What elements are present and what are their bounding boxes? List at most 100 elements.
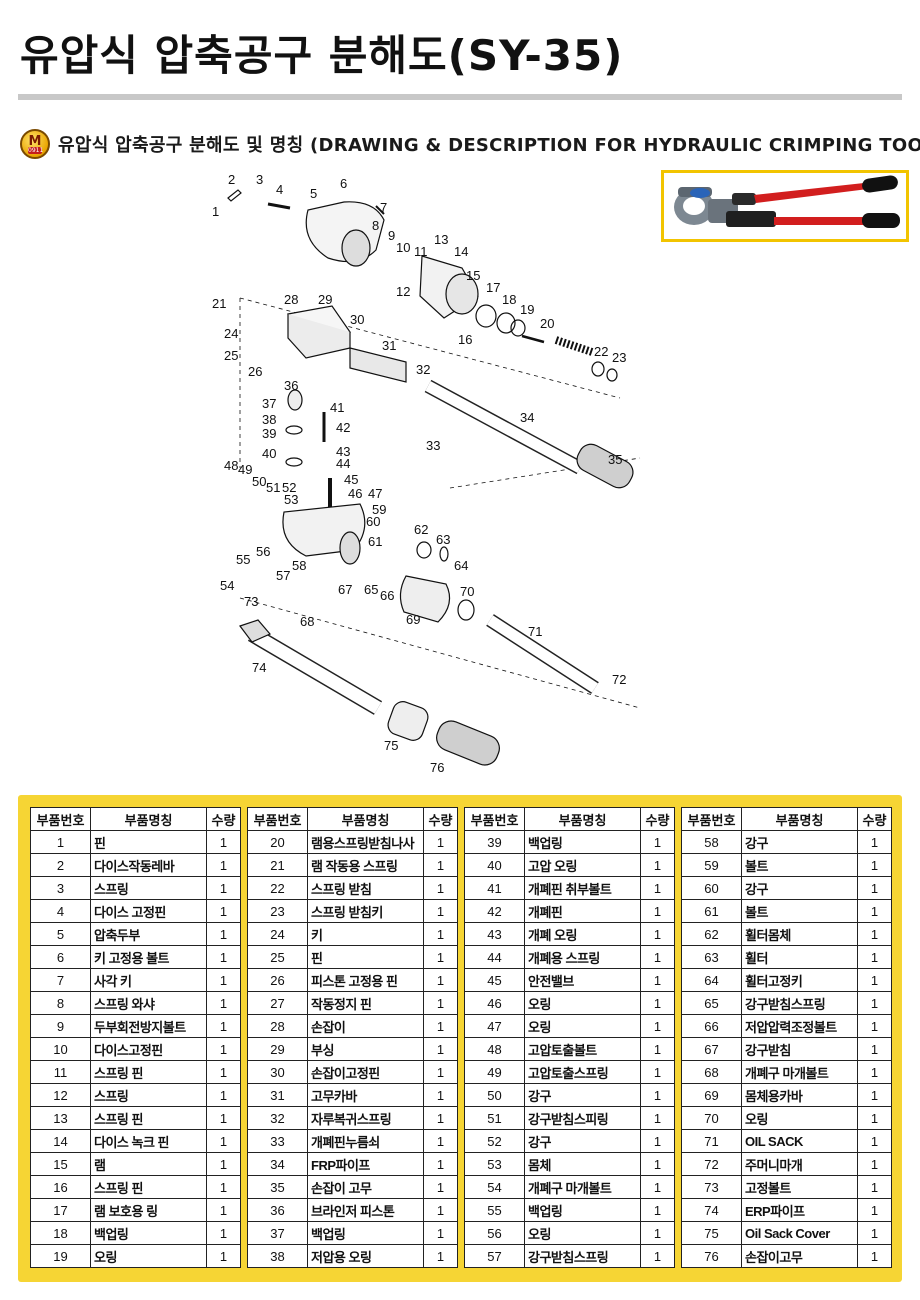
part-number-cell: 76: [681, 1244, 742, 1268]
part-name-cell: 램: [90, 1152, 207, 1176]
part-name-cell: 고압토출스프링: [524, 1060, 641, 1084]
quantity-cell: 1: [423, 1221, 458, 1245]
diagram-callout-62: 62: [414, 522, 428, 537]
part-75-cover: [387, 701, 429, 741]
header-part-name: 부품명칭: [524, 807, 641, 831]
part-number-cell: 20: [247, 830, 308, 854]
part-number-cell: 30: [247, 1060, 308, 1084]
diagram-callout-75: 75: [384, 738, 398, 753]
part-number-cell: 3: [30, 876, 91, 900]
part-number-cell: 38: [247, 1244, 308, 1268]
part-name-cell: 강구받침: [741, 1037, 858, 1061]
quantity-cell: 1: [206, 1037, 241, 1061]
part-number-cell: 56: [464, 1221, 525, 1245]
quantity-cell: 1: [423, 1060, 458, 1084]
part-number-cell: 70: [681, 1106, 742, 1130]
header-part-number: 부품번호: [681, 807, 742, 831]
quantity-cell: 1: [206, 876, 241, 900]
part-name-cell: 키: [307, 922, 424, 946]
quantity-cell: 1: [423, 1152, 458, 1176]
part-name-cell: 핀: [307, 945, 424, 969]
part-name-cell: 압축두부: [90, 922, 207, 946]
diagram-callout-20: 20: [540, 316, 554, 331]
diagram-callout-32: 32: [416, 362, 430, 377]
part-number-cell: 14: [30, 1129, 91, 1153]
diagram-callout-5: 5: [310, 186, 317, 201]
part-name-cell: OIL SACK: [741, 1129, 858, 1153]
part-name-cell: 두부회전방지볼트: [90, 1014, 207, 1038]
part-number-cell: 8: [30, 991, 91, 1015]
quantity-cell: 1: [857, 1106, 892, 1130]
diagram-callout-41: 41: [330, 400, 344, 415]
part-number-cell: 33: [247, 1129, 308, 1153]
header-quantity: 수량: [857, 807, 892, 831]
diagram-callout-66: 66: [380, 588, 394, 603]
part-name-cell: 오링: [741, 1106, 858, 1130]
diagram-callout-39: 39: [262, 426, 276, 441]
quantity-cell: 1: [857, 1221, 892, 1245]
part-number-cell: 67: [681, 1037, 742, 1061]
part-name-cell: 몸체: [524, 1152, 641, 1176]
quantity-cell: 1: [640, 1129, 675, 1153]
part-number-cell: 54: [464, 1175, 525, 1199]
part-number-cell: 4: [30, 899, 91, 923]
part-number-cell: 74: [681, 1198, 742, 1222]
part-number-cell: 60: [681, 876, 742, 900]
brand-badge-number: 0911: [28, 147, 44, 154]
quantity-cell: 1: [423, 1014, 458, 1038]
diagram-callout-26: 26: [248, 364, 262, 379]
part-name-cell: 다이스작동레바: [90, 853, 207, 877]
part-name-cell: 저압압력조정볼트: [741, 1014, 858, 1038]
part-number-cell: 34: [247, 1152, 308, 1176]
part-69-cover: [399, 575, 451, 623]
quantity-cell: 1: [423, 968, 458, 992]
diagram-callout-47: 47: [368, 486, 382, 501]
part-number-cell: 64: [681, 968, 742, 992]
diagram-callout-31: 31: [382, 338, 396, 353]
quantity-cell: 1: [206, 1221, 241, 1245]
diagram-callout-64: 64: [454, 558, 468, 573]
part-number-cell: 22: [247, 876, 308, 900]
part-number-cell: 1: [30, 830, 91, 854]
part-number-cell: 29: [247, 1037, 308, 1061]
diagram-callout-13: 13: [434, 232, 448, 247]
quantity-cell: 1: [423, 1129, 458, 1153]
part-number-cell: 39: [464, 830, 525, 854]
part-name-cell: 강구: [741, 830, 858, 854]
part-name-cell: ERP파이프: [741, 1198, 858, 1222]
quantity-cell: 1: [206, 1244, 241, 1268]
quantity-cell: 1: [423, 830, 458, 854]
part-name-cell: 안전밸브: [524, 968, 641, 992]
diagram-callout-68: 68: [300, 614, 314, 629]
quantity-cell: 1: [423, 1037, 458, 1061]
quantity-cell: 1: [640, 945, 675, 969]
part-name-cell: 손잡이 고무: [307, 1175, 424, 1199]
part-name-cell: 스프링 핀: [90, 1106, 207, 1130]
part-name-cell: FRP파이프: [307, 1152, 424, 1176]
quantity-cell: 1: [857, 1175, 892, 1199]
quantity-cell: 1: [640, 876, 675, 900]
diagram-callout-48: 48: [224, 458, 238, 473]
part-name-cell: 강구받침스프링: [524, 1244, 641, 1268]
